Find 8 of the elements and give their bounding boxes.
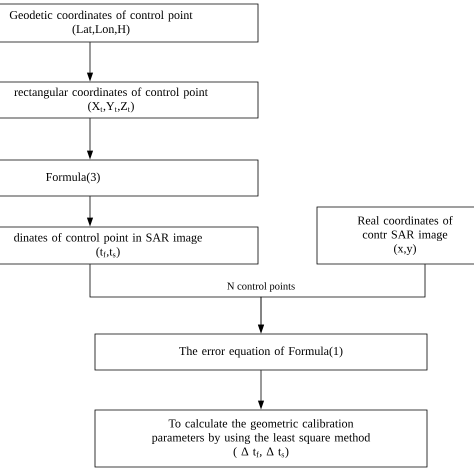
process-box: The error equation of Formula(1) — [94, 334, 428, 370]
process-box: dinates of control point in SAR image (t$_{f}$,t$_{s}$) — [0, 226, 258, 264]
process-box: Real coordinates of contr SAR image (x,y) — [316, 206, 474, 264]
process-box: rectangular coordinates of control point (X$_{t}$,Y$_{t}$,Z$_{t}$) — [0, 82, 258, 118]
process-box: Formula(3) — [0, 160, 258, 196]
edge-label: N control points — [226, 281, 296, 293]
process-box: To calculate the geometric calibration parameters by using the least square method ( Δ t$_{f}$, Δ t$_{s}$) — [94, 410, 428, 468]
process-box: Geodetic coordinates of control point (Lat,Lon,H) — [0, 4, 258, 42]
